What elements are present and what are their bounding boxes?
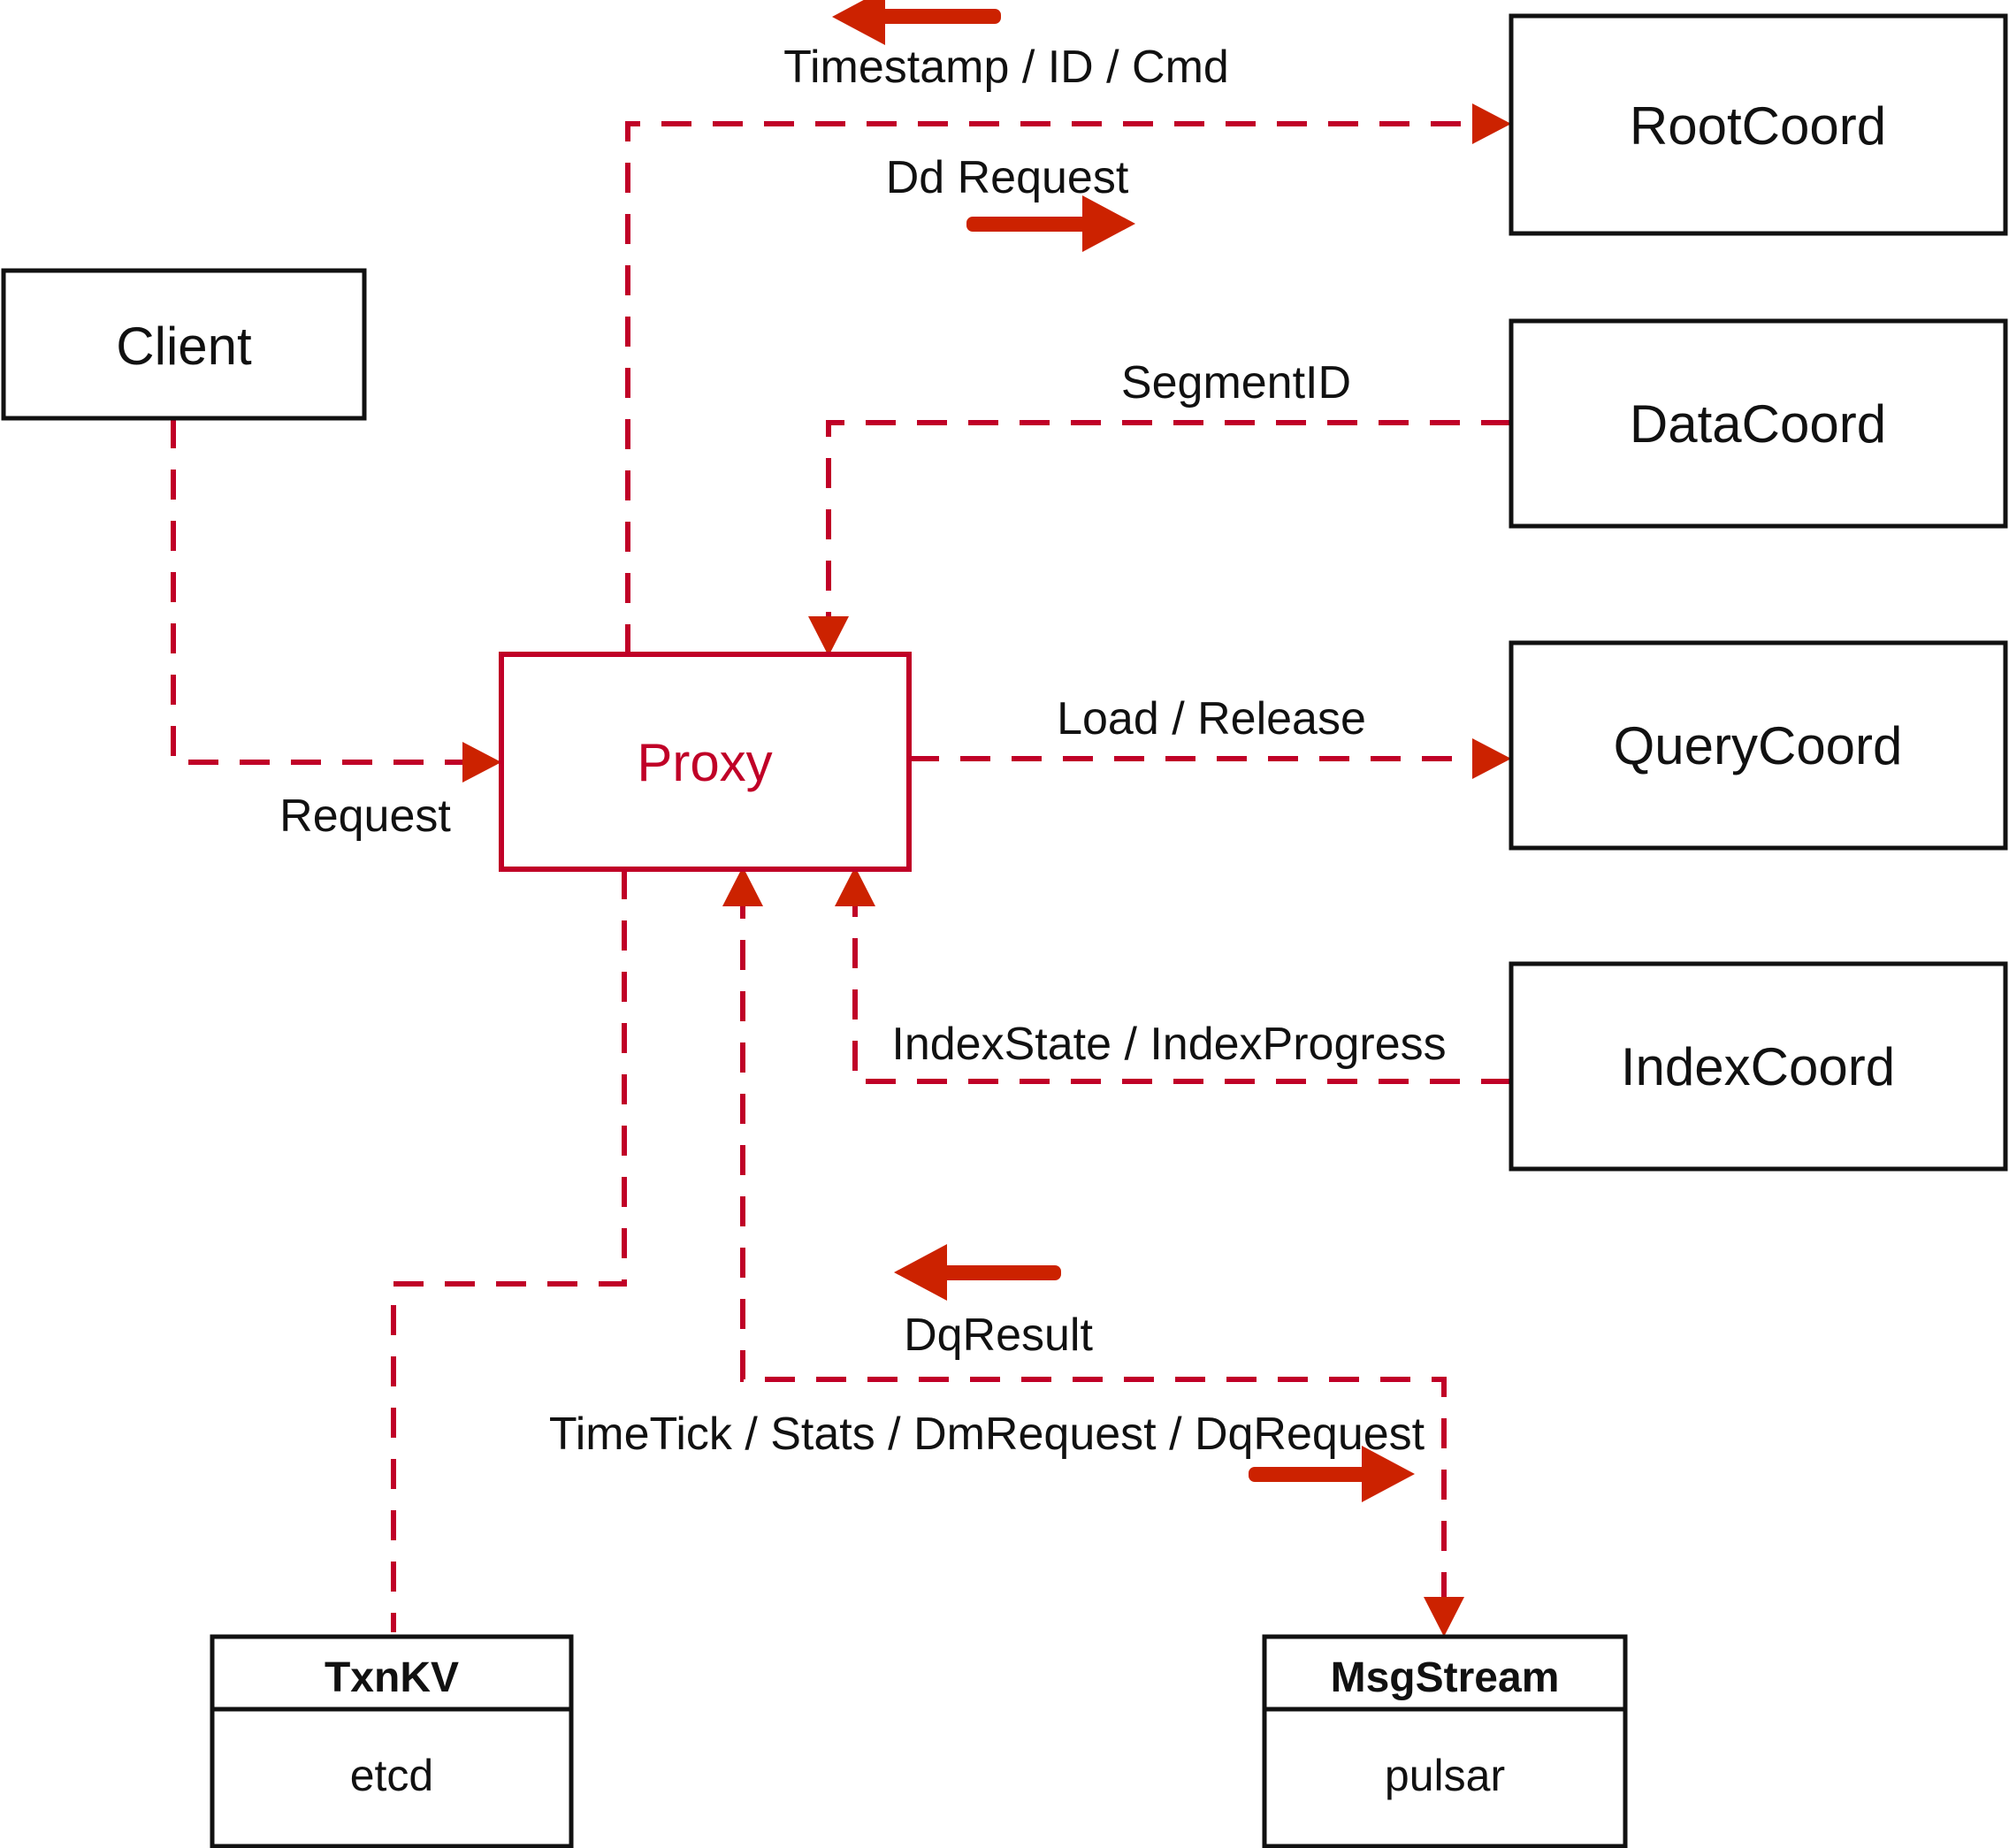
node-datacoord[interactable] <box>1509 318 2008 529</box>
direction-arrow-timestamp <box>832 0 1001 45</box>
node-txnkv-sublabel: etcd <box>350 1751 434 1800</box>
node-indexcoord-label: IndexCoord <box>1621 1037 1895 1096</box>
node-querycoord-label: QueryCoord <box>1614 716 1903 775</box>
node-txnkv-label: TxnKV <box>325 1654 459 1701</box>
edge-client-to-proxy <box>171 418 485 765</box>
arrowhead-querycoord <box>1472 738 1511 779</box>
arrowhead-proxy-left <box>462 742 501 783</box>
node-indexcoord[interactable] <box>1509 961 2008 1172</box>
edge-label-load-release: Load / Release <box>1057 693 1366 745</box>
edge-label-request: Request <box>279 790 451 842</box>
node-rootcoord-label: RootCoord <box>1630 96 1886 156</box>
direction-arrow-dd-request <box>966 195 1135 252</box>
arrowhead-proxy-bottom-left <box>722 867 763 906</box>
node-client-label: Client <box>116 317 252 376</box>
arrowhead-proxy-bottom-right <box>835 867 875 906</box>
node-proxy-label: Proxy <box>637 733 772 792</box>
edge-datacoord-to-proxy <box>826 420 1511 637</box>
edge-label-timetick-stats: TimeTick / Stats / DmRequest / DqRequest <box>549 1409 1425 1460</box>
edge-label-segmentid: SegmentID <box>1121 357 1351 409</box>
direction-arrow-dqrequest <box>1249 1446 1415 1502</box>
edge-label-timestamp-id-cmd: Timestamp / ID / Cmd <box>783 42 1229 93</box>
node-msgstream[interactable]: MsgStream pulsar <box>1262 1634 1628 1848</box>
node-datacoord-label: DataCoord <box>1630 394 1886 454</box>
node-msgstream-sublabel: pulsar <box>1385 1751 1505 1800</box>
edge-label-index-state: IndexState / IndexProgress <box>891 1019 1446 1070</box>
edge-label-dq-result: DqResult <box>904 1310 1093 1361</box>
arrowhead-msgstream <box>1424 1597 1464 1637</box>
node-client[interactable] <box>1 268 367 421</box>
edge-label-dd-request: Dd Request <box>886 152 1129 203</box>
node-txnkv[interactable]: TxnKV etcd <box>210 1634 574 1848</box>
edge-indexcoord-to-proxy <box>852 889 1511 1084</box>
edge-proxy-to-msgstream <box>740 889 1447 1616</box>
node-proxy[interactable] <box>499 652 912 872</box>
arrowhead-proxy-top-right <box>808 616 849 656</box>
edge-proxy-to-rootcoord <box>625 121 1494 654</box>
edge-proxy-to-txnkv <box>391 869 627 1632</box>
node-querycoord[interactable] <box>1509 640 2008 851</box>
node-msgstream-label: MsgStream <box>1331 1654 1560 1701</box>
arrowhead-rootcoord <box>1472 103 1511 144</box>
direction-arrow-dqresult <box>894 1244 1061 1301</box>
node-rootcoord[interactable] <box>1509 13 2008 236</box>
